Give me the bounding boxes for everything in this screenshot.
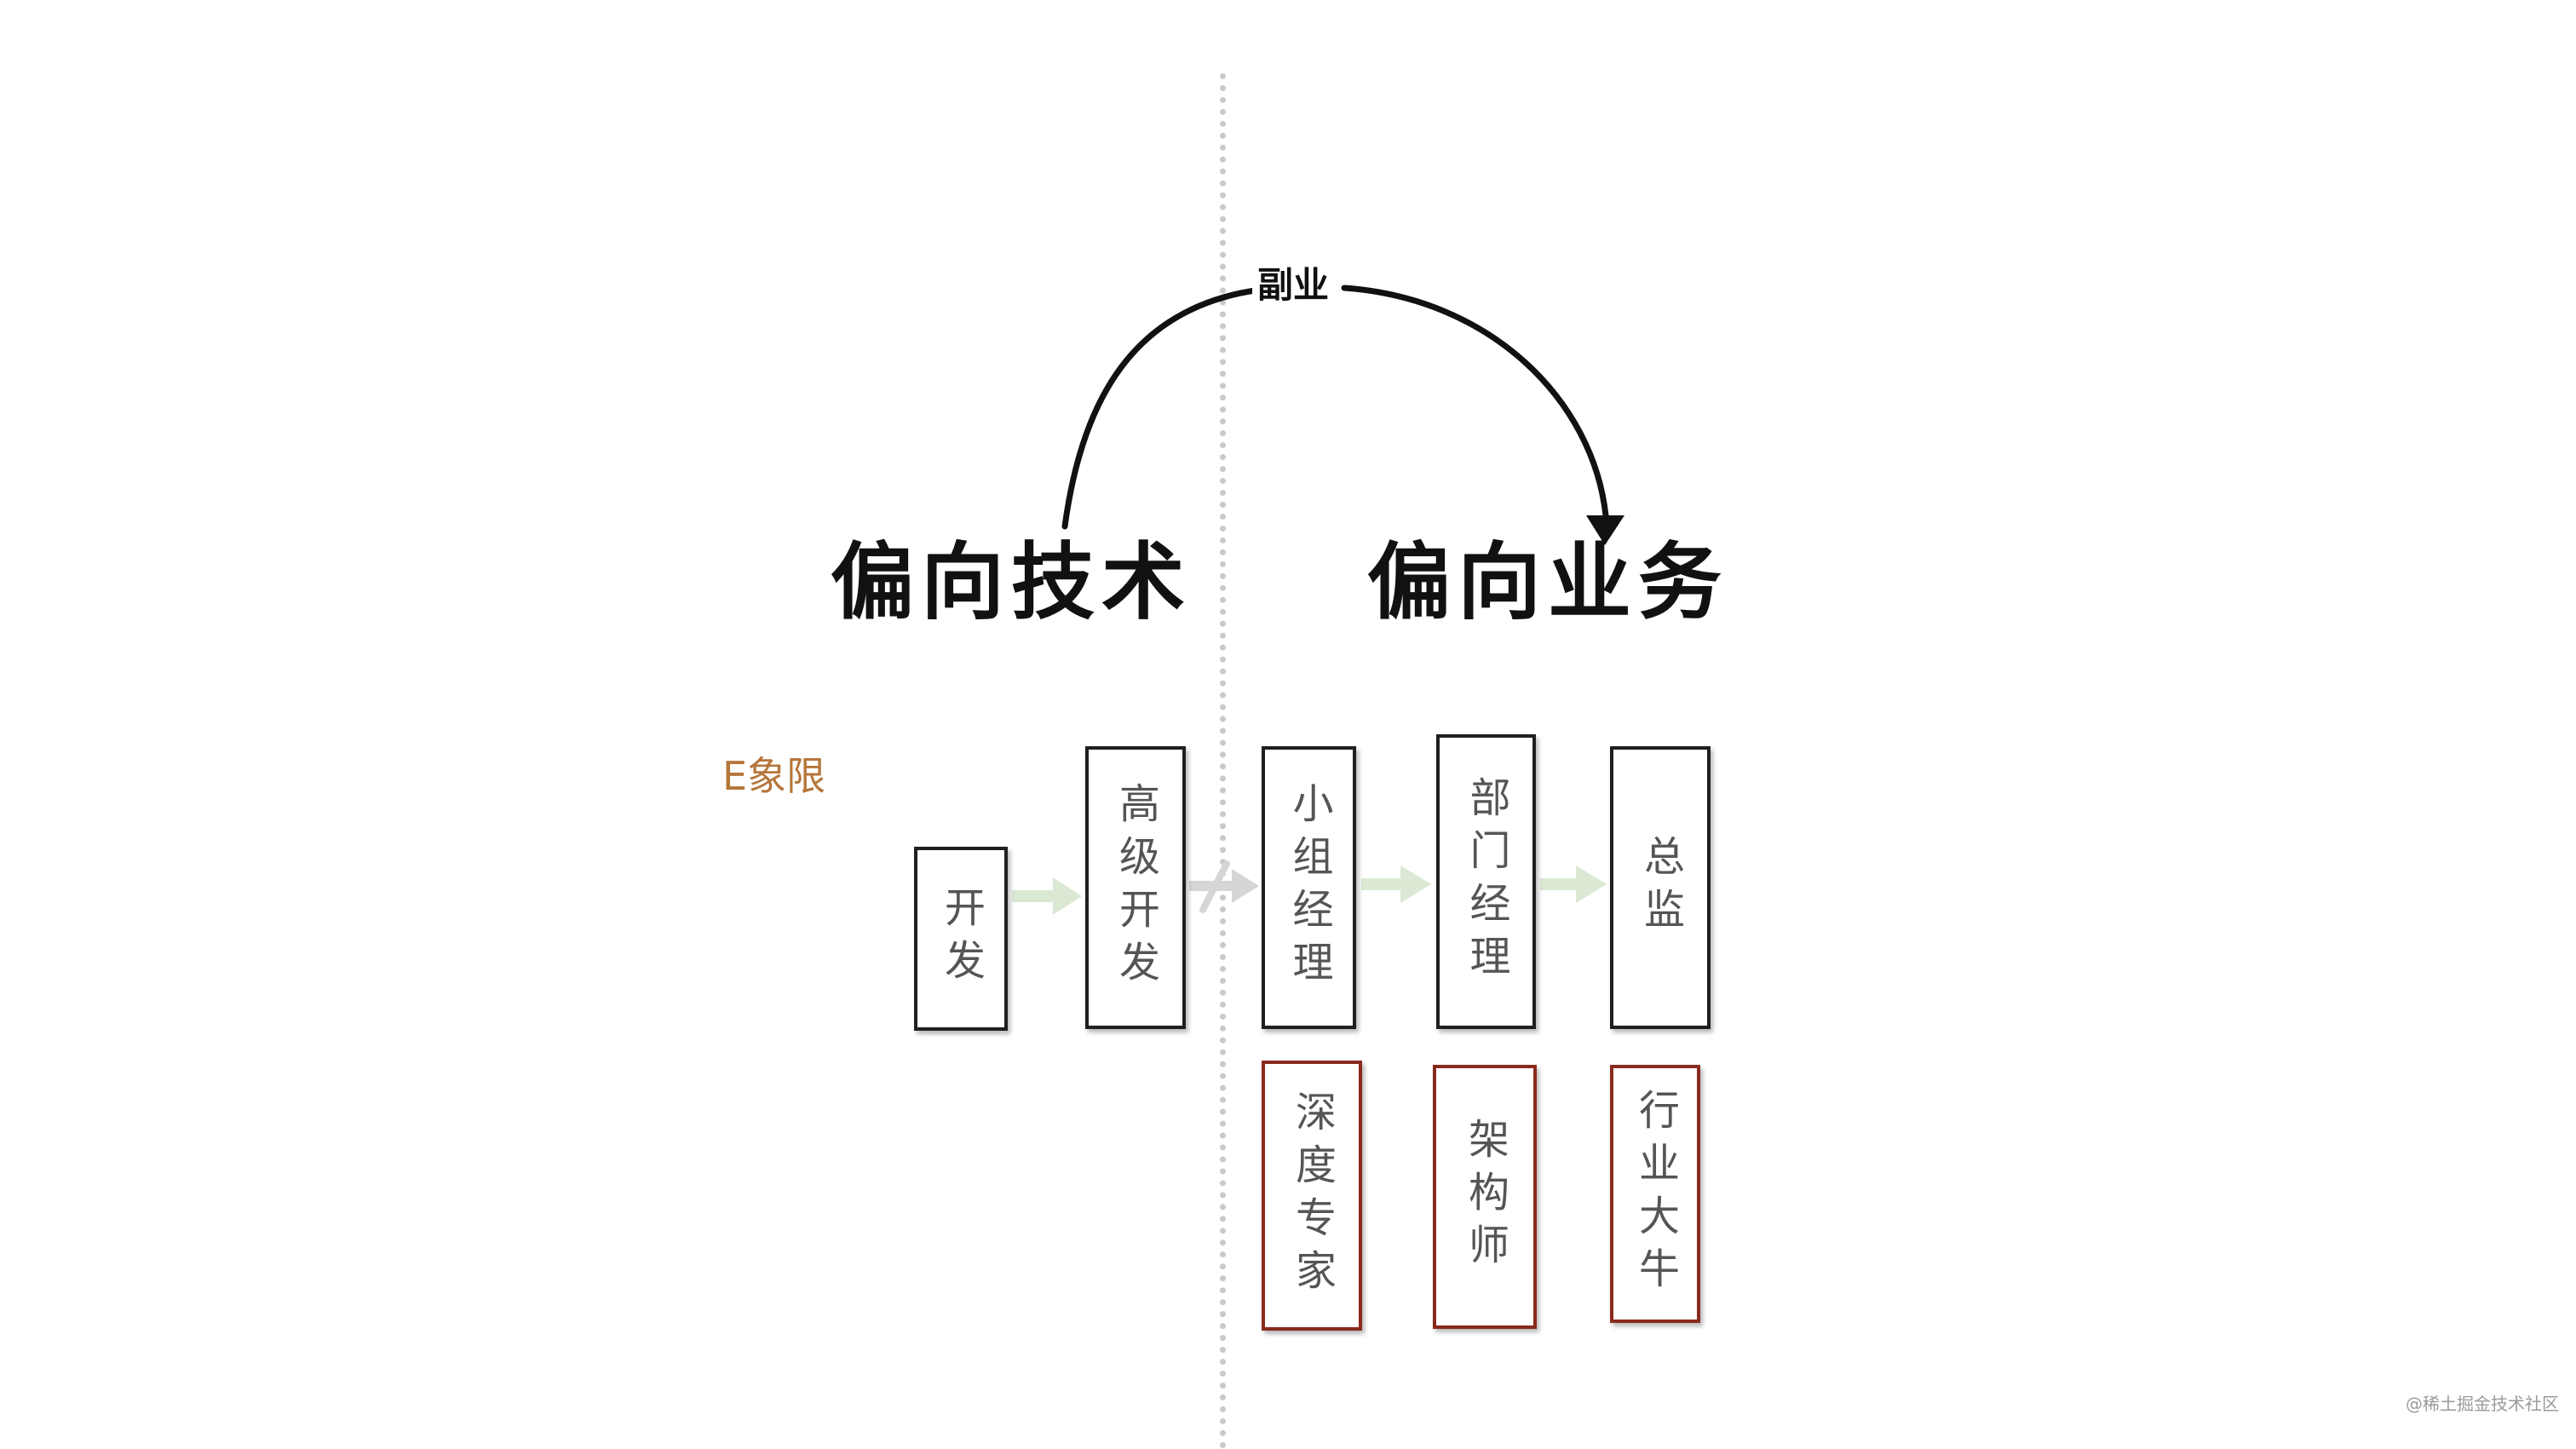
center-divider bbox=[1220, 73, 1226, 1449]
role-label: 部门经理 bbox=[1462, 776, 1510, 987]
role-label: 架构师 bbox=[1461, 1118, 1509, 1276]
role-label: 高级开发 bbox=[1112, 782, 1159, 993]
role-label: 深度专家 bbox=[1288, 1090, 1336, 1302]
blocked-arrow-icon bbox=[1189, 860, 1259, 913]
role-box-dev: 开发 bbox=[914, 847, 1008, 1031]
role-box-architect: 架构师 bbox=[1433, 1065, 1537, 1329]
right-arrow-icon bbox=[1540, 865, 1607, 903]
role-box-industry-leader: 行业大牛 bbox=[1610, 1065, 1700, 1323]
business-track-heading: 偏向业务 bbox=[1367, 533, 1729, 631]
curved-arrow-icon bbox=[1061, 285, 1609, 530]
role-box-director: 总监 bbox=[1610, 746, 1711, 1029]
role-label: 总监 bbox=[1636, 835, 1684, 940]
role-box-expert: 深度专家 bbox=[1262, 1061, 1362, 1331]
right-arrow-icon bbox=[1361, 865, 1431, 903]
watermark: @稀土掘金技术社区 bbox=[2406, 1394, 2559, 1414]
role-label: 行业大牛 bbox=[1631, 1088, 1679, 1300]
quadrant-label: E象限 bbox=[722, 753, 826, 799]
arc-arrowhead-icon bbox=[1586, 515, 1624, 545]
role-box-dept-manager: 部门经理 bbox=[1436, 734, 1536, 1029]
role-label: 小组经理 bbox=[1285, 782, 1333, 993]
role-box-team-manager: 小组经理 bbox=[1262, 746, 1356, 1029]
tech-track-heading: 偏向技术 bbox=[831, 533, 1193, 631]
right-arrow-icon bbox=[1012, 877, 1082, 915]
side-job-label: 副业 bbox=[1252, 264, 1335, 308]
role-label: 开发 bbox=[937, 886, 985, 992]
role-box-senior-dev: 高级开发 bbox=[1085, 746, 1186, 1029]
